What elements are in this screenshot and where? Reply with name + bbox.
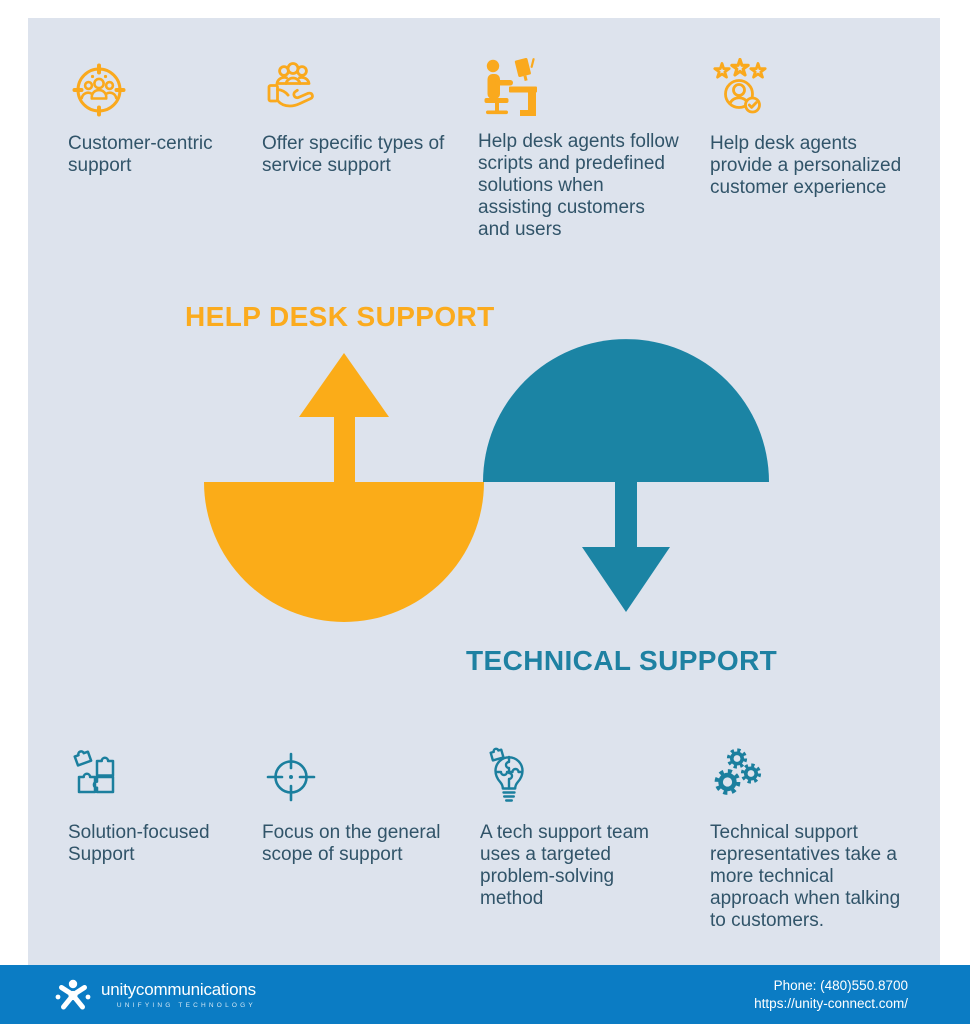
help-desk-item-4: Help desk agents provide a personalized … (710, 58, 925, 199)
brand-name: unitycommunications (101, 980, 256, 999)
up-arrow-icon (299, 353, 389, 482)
puzzle-icon (68, 746, 263, 804)
website-link[interactable]: https://unity-connect.com/ (754, 995, 908, 1011)
help-desk-item-2: Offer specific types of service support (262, 58, 467, 177)
down-arrow-icon (582, 482, 670, 612)
footer-bar: unitycommunications UNIFYING TECHNOLOGY … (0, 965, 970, 1024)
help-desk-semicircle (204, 482, 484, 622)
technical-item-3: A tech support team uses a targeted prob… (480, 746, 695, 910)
gear-top (726, 748, 748, 769)
technical-item-4: Technical support representatives take a… (710, 746, 930, 932)
stars-person-check-icon (710, 58, 925, 120)
phone-number: Phone: (480)550.8700 (773, 978, 908, 993)
content-panel: Customer-centric support Offer specific … (28, 18, 940, 965)
gears-icon (710, 746, 930, 804)
technical-text-2: Focus on the general scope of support (262, 822, 441, 865)
technical-text-1: Solution-focused Support (68, 822, 210, 865)
technical-item-2: Focus on the general scope of support (262, 746, 467, 866)
help-desk-text-1: Customer-centric support (68, 133, 213, 176)
help-desk-text-3: Help desk agents follow scripts and pred… (478, 131, 679, 240)
gear-right (740, 763, 762, 784)
unity-star-logo-icon (54, 976, 92, 1014)
help-desk-item-1: Customer-centric support (68, 58, 258, 177)
bulb-puzzle-icon (480, 746, 695, 804)
technical-item-1: Solution-focused Support (68, 746, 263, 866)
contact-info: Phone: (480)550.8700 https://unity-conne… (754, 977, 908, 1012)
help-desk-title: HELP DESK SUPPORT (185, 301, 495, 332)
gear-left (714, 769, 741, 795)
technical-semicircle (483, 339, 769, 482)
help-desk-item-3: Help desk agents follow scripts and pred… (478, 56, 693, 241)
technical-text-4: Technical support representatives take a… (710, 822, 901, 931)
technical-title: TECHNICAL SUPPORT (466, 645, 778, 676)
technical-text-3: A tech support team uses a targeted prob… (480, 822, 649, 909)
hand-people-icon (262, 58, 467, 120)
help-desk-text-4: Help desk agents provide a personalized … (710, 133, 902, 198)
help-desk-text-2: Offer specific types of service support (262, 133, 445, 176)
brand-logo: unitycommunications UNIFYING TECHNOLOGY (54, 976, 256, 1014)
agent-desk-icon (478, 56, 693, 118)
brand-tagline: UNIFYING TECHNOLOGY (116, 1002, 256, 1009)
target-people-icon (68, 58, 258, 120)
crosshair-icon (262, 746, 467, 804)
